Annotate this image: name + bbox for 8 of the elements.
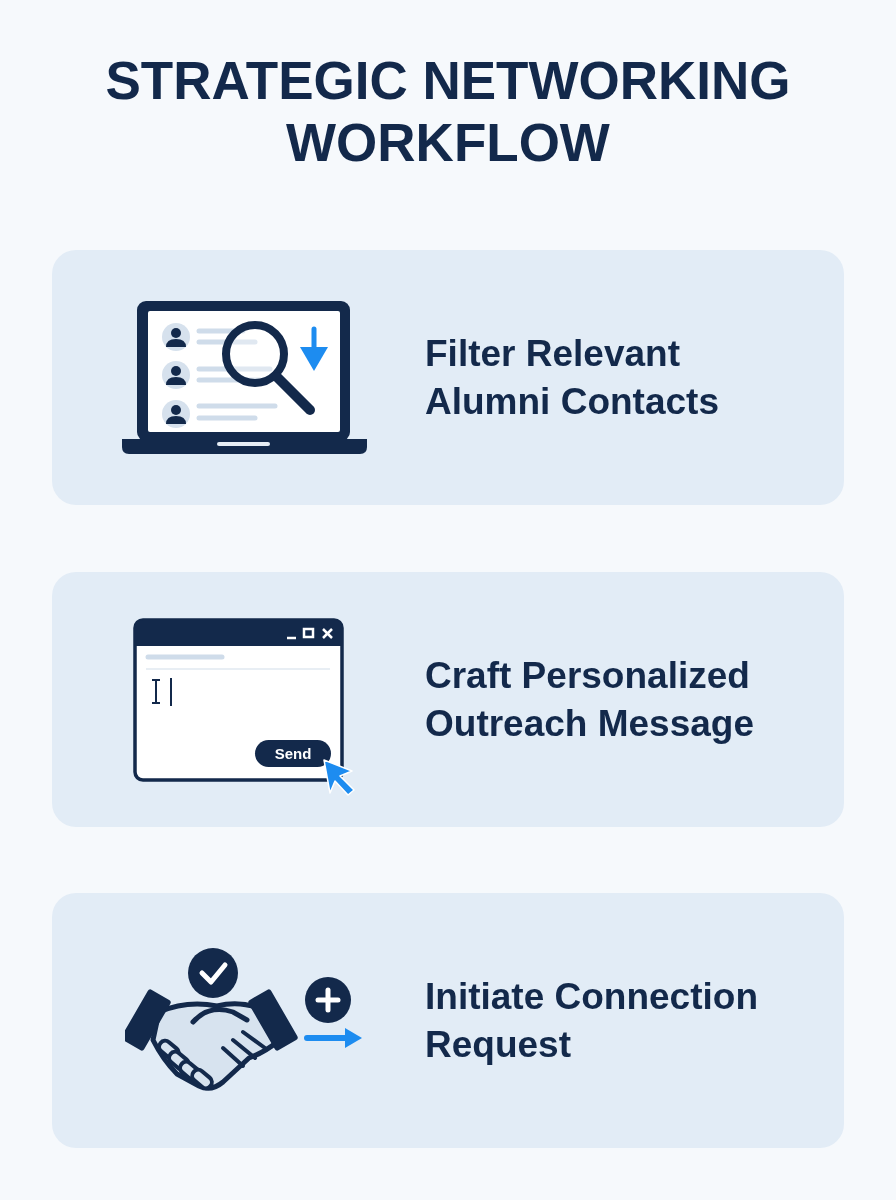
step-title: Filter Relevant Alumni Contacts (425, 331, 720, 424)
send-button: Send (255, 740, 331, 767)
step-title: Craft Personalized Outreach Message (425, 653, 756, 746)
step-card (52, 572, 844, 827)
page-title: STRATEGIC NETWORKING WORKFLOW (104, 50, 792, 174)
step-card (52, 250, 844, 505)
step-title: Initiate Connection Request (425, 974, 759, 1067)
step-card (52, 893, 844, 1148)
